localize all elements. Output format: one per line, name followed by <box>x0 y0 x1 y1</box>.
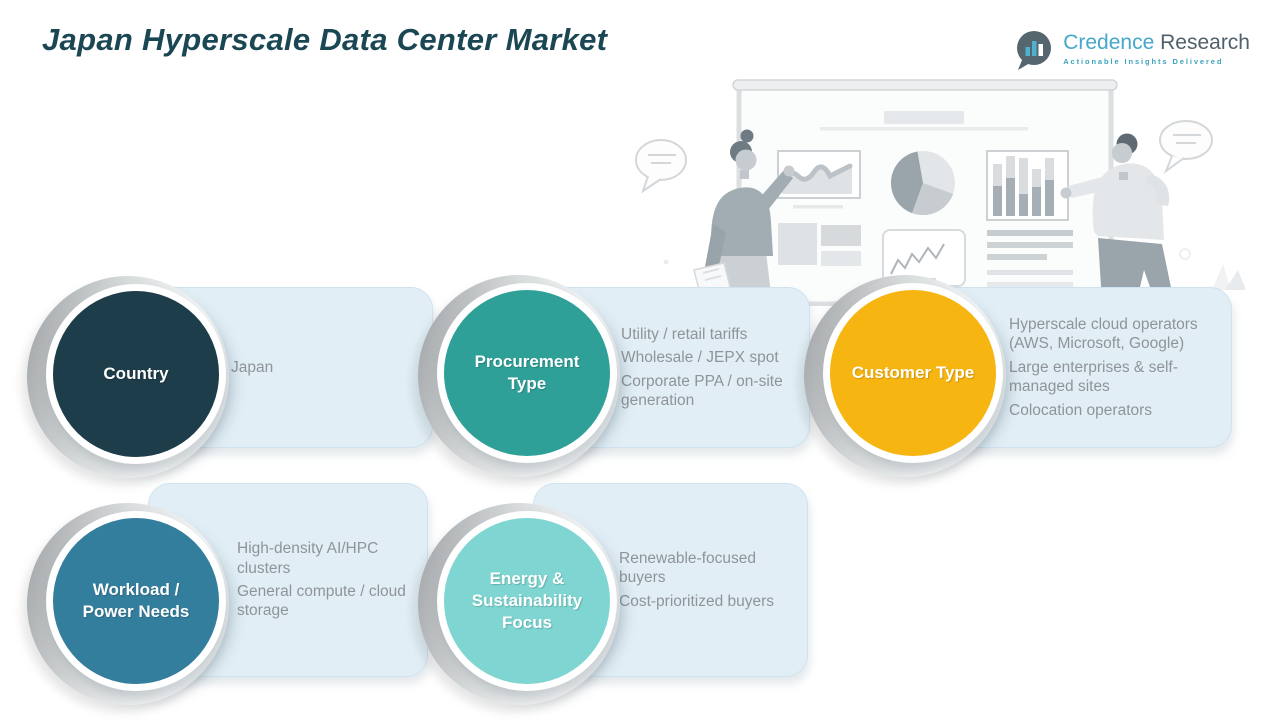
speech-bubble-left-icon <box>635 139 687 194</box>
procurement-type-circle: Procurement Type <box>444 290 610 456</box>
logo-brand-primary: Credence <box>1063 31 1155 54</box>
page-title: Japan Hyperscale Data Center Market <box>42 22 608 57</box>
segment-label: Country <box>103 363 169 383</box>
circle-ring: Workload / Power Needs <box>46 511 226 691</box>
circle-ring: Customer Type <box>823 283 1003 463</box>
country-circle: Country <box>53 291 219 457</box>
speech-bubble-right-icon <box>1159 120 1213 174</box>
bar-chart-panel <box>986 150 1069 221</box>
segment-item: Large enterprises & self-managed sites <box>1009 358 1178 396</box>
customer-item-list: Hyperscale cloud operators (AWS, Microso… <box>1009 310 1231 424</box>
segment-item: High-density AI/HPC clusters <box>237 540 379 577</box>
text-lines <box>987 230 1073 287</box>
segment-item: Renewable-focused buyers <box>619 549 757 587</box>
circle-ring: Energy & Sustainability Focus <box>437 511 617 691</box>
circle-ring: Procurement Type <box>437 283 617 463</box>
logo-brand-name: Credence Research <box>1063 32 1250 54</box>
logo-brand-secondary: Research <box>1160 31 1250 54</box>
segment-label: Customer Type <box>851 362 975 382</box>
segment-label: Procurement Type <box>474 351 580 393</box>
whiteboard-presentation-illustration <box>635 79 1246 306</box>
segment-item: Wholesale / JEPX spot <box>621 349 779 367</box>
segment-item: Cost-prioritized buyers <box>619 592 775 610</box>
segment-item: General compute / cloud storage <box>237 583 406 620</box>
segment-item: Colocation operators <box>1009 401 1153 419</box>
customer-type-circle: Customer Type <box>830 290 996 456</box>
segment-item: Utility / retail tariffs <box>621 325 748 343</box>
workload-power-needs-circle: Workload / Power Needs <box>53 518 219 684</box>
plant-decoration <box>1179 248 1246 290</box>
logo-text: Credence Research Actionable Insights De… <box>1063 32 1250 67</box>
segment-item: Japan <box>231 358 274 376</box>
energy-sustainability-focus-circle: Energy & Sustainability Focus <box>444 518 610 684</box>
country-item-list: Japan <box>231 353 432 381</box>
circle-ring: Country <box>46 284 226 464</box>
segment-label: Energy & Sustainability Focus <box>471 568 583 633</box>
pie-chart <box>890 151 955 216</box>
logo-tagline: Actionable Insights Delivered <box>1063 57 1224 66</box>
segment-item: Hyperscale cloud operators (AWS, Microso… <box>1009 315 1198 353</box>
segment-item: Corporate PPA / on-site generation <box>621 373 783 410</box>
segment-label: Workload / Power Needs <box>82 579 190 621</box>
logo-bar-chart-icon <box>1017 31 1052 70</box>
credence-research-logo: Credence Research Actionable Insights De… <box>1013 28 1250 70</box>
